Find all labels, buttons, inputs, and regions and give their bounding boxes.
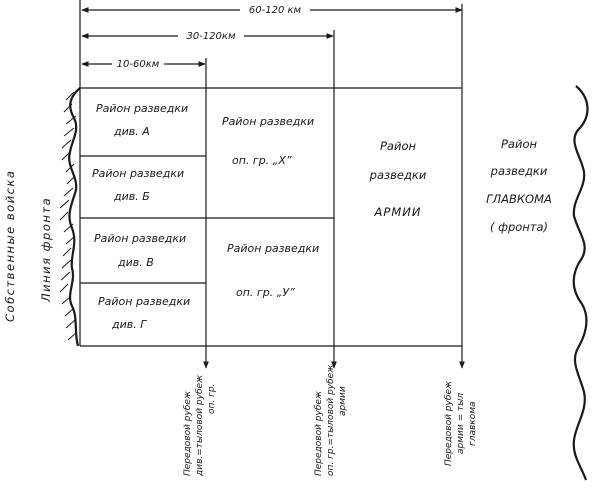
div-zone-a-line1: Район разведки bbox=[96, 102, 188, 115]
div-zone-v: Район разведки див. В bbox=[94, 232, 186, 269]
dimension-label-30-120: 30-120км bbox=[186, 31, 235, 42]
bottom-label-group-line3: армии bbox=[338, 386, 348, 416]
div-zone-v-line1: Район разведки bbox=[94, 232, 186, 245]
dimension-lines bbox=[81, 7, 463, 67]
army-zone-line2: разведки bbox=[369, 168, 427, 182]
front-line-label: Линия фронта bbox=[39, 197, 53, 303]
glavkom-zone-line3: ГЛАВКОМА bbox=[486, 192, 552, 206]
group-zone-x-line1: Район разведки bbox=[222, 115, 314, 128]
bottom-label-army: Передовой рубеж армии = тыл главкома bbox=[444, 380, 478, 466]
bottom-label-div-line1: Передовой рубеж bbox=[183, 390, 193, 476]
bottom-label-army-line2: армии = тыл bbox=[456, 393, 466, 454]
dimension-label-60-120: 60-120 км bbox=[249, 5, 302, 16]
group-zone-u: Район разведки оп. гр. „У” bbox=[227, 242, 319, 299]
div-zone-g-line1: Район разведки bbox=[98, 295, 190, 308]
glavkom-zone: Район разведки ГЛАВКОМА ( фронта) bbox=[486, 137, 552, 234]
div-zone-b-line1: Район разведки bbox=[92, 167, 184, 180]
div-zone-v-line2: див. В bbox=[117, 256, 154, 269]
own-troops-label: Собственные войска bbox=[3, 170, 17, 322]
glavkom-zone-line1: Район bbox=[501, 137, 537, 151]
army-zone-line1: Район bbox=[380, 139, 416, 153]
div-zone-a-line2: див. А bbox=[113, 125, 150, 138]
front-line-hatching bbox=[59, 87, 81, 347]
bottom-label-group-line1: Передовой рубеж bbox=[314, 390, 324, 476]
div-zone-b-line2: див. Б bbox=[113, 190, 150, 203]
bottom-label-army-line1: Передовой рубеж bbox=[444, 380, 454, 466]
div-zone-g-line2: див. Г bbox=[111, 318, 147, 331]
group-zone-x: Район разведки оп. гр. „X” bbox=[222, 115, 314, 167]
bottom-label-div-line3: оп. гр. bbox=[207, 384, 217, 414]
army-zone: Район разведки АРМИИ bbox=[369, 139, 427, 219]
group-zone-x-line2: оп. гр. „X” bbox=[232, 154, 292, 167]
glavkom-zone-line4: ( фронта) bbox=[490, 220, 548, 234]
bottom-label-group-line2: оп. гр.=тыловой рубеж bbox=[326, 364, 336, 476]
group-zone-u-line2: оп. гр. „У” bbox=[236, 286, 295, 299]
bottom-label-army-line3: главкома bbox=[468, 401, 478, 446]
bottom-label-div: Передовой рубеж див.=тыловой рубеж оп. г… bbox=[183, 374, 217, 477]
div-zone-a: Район разведки див. А bbox=[96, 102, 188, 138]
div-zone-b: Район разведки див. Б bbox=[92, 167, 184, 203]
bottom-label-group: Передовой рубеж оп. гр.=тыловой рубеж ар… bbox=[314, 364, 348, 476]
dimension-label-10-60: 10-60км bbox=[117, 59, 160, 70]
right-boundary-line bbox=[572, 85, 589, 481]
glavkom-zone-line2: разведки bbox=[490, 164, 548, 178]
bottom-label-div-line2: див.=тыловой рубеж bbox=[195, 374, 205, 477]
group-zone-u-line1: Район разведки bbox=[227, 242, 319, 255]
div-zone-g: Район разведки див. Г bbox=[98, 295, 190, 331]
army-zone-line3: АРМИИ bbox=[374, 205, 422, 219]
zone-grid bbox=[79, 0, 465, 369]
